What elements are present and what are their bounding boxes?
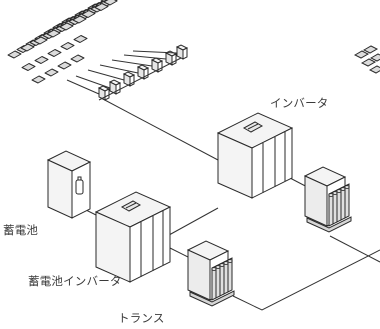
solar-array-right-partial-icon xyxy=(353,45,380,74)
wire-battery-inverter-to-transformer xyxy=(169,247,191,259)
wiring xyxy=(69,97,380,311)
solar-panel-tile xyxy=(103,0,118,6)
transformer-label: トランス xyxy=(118,311,165,325)
solar-panel-tile xyxy=(21,63,36,71)
solar-panel-tile xyxy=(60,42,75,50)
solar-panel-tile xyxy=(70,54,85,63)
solar-panel-tile xyxy=(34,56,49,64)
solar-panel-tile xyxy=(368,65,380,74)
wire-transformer-to-bottom xyxy=(232,249,380,311)
junction-box-icon xyxy=(97,85,111,101)
inverter-icon xyxy=(216,112,294,199)
string-wire xyxy=(99,64,139,74)
wire-array-to-inverter xyxy=(100,97,219,161)
bus-wire xyxy=(98,57,182,101)
solar-panel-tile xyxy=(20,43,35,52)
solar-panel-tile xyxy=(369,53,380,62)
solar-panel-tile xyxy=(73,35,88,43)
solar-panel-tile xyxy=(353,50,370,59)
battery-inverter-label: 蓄電池インバータ xyxy=(28,274,122,288)
solar-panel-tile xyxy=(7,50,22,59)
solar-panel-tile xyxy=(46,29,61,38)
junction-box-icon xyxy=(122,71,136,87)
junction-box-icon xyxy=(175,44,189,60)
string-wire xyxy=(66,79,100,95)
solar-panel-tile xyxy=(33,36,48,45)
transformer-right-icon xyxy=(303,166,352,233)
solar-panel-tile xyxy=(44,68,59,77)
battery-inverter-icon xyxy=(94,191,172,283)
solar-panel-tile xyxy=(31,75,46,84)
solar-panel-tile xyxy=(47,49,62,57)
battery-label: 蓄電池 xyxy=(3,223,39,237)
solar-panel-tile xyxy=(57,61,72,70)
string-wire xyxy=(111,59,153,67)
transformer-icon xyxy=(186,240,235,307)
solar-panel-tile xyxy=(360,58,377,67)
string-wire xyxy=(123,54,167,60)
battery-icon xyxy=(46,150,92,219)
wire-right-transformer-down xyxy=(329,235,380,263)
solar-panel-tile xyxy=(362,45,379,54)
solar-panel-tile xyxy=(72,15,87,24)
solar-array-icon xyxy=(7,0,189,101)
inverter-label: インバータ xyxy=(270,96,329,110)
solar-panel-tile xyxy=(94,3,109,11)
solar-panel-tile xyxy=(59,22,74,31)
solar-panel-tile xyxy=(81,10,96,18)
junction-box-icon xyxy=(136,64,150,80)
string-wire xyxy=(75,75,111,89)
string-wire xyxy=(132,50,178,54)
string-wire xyxy=(87,69,125,81)
